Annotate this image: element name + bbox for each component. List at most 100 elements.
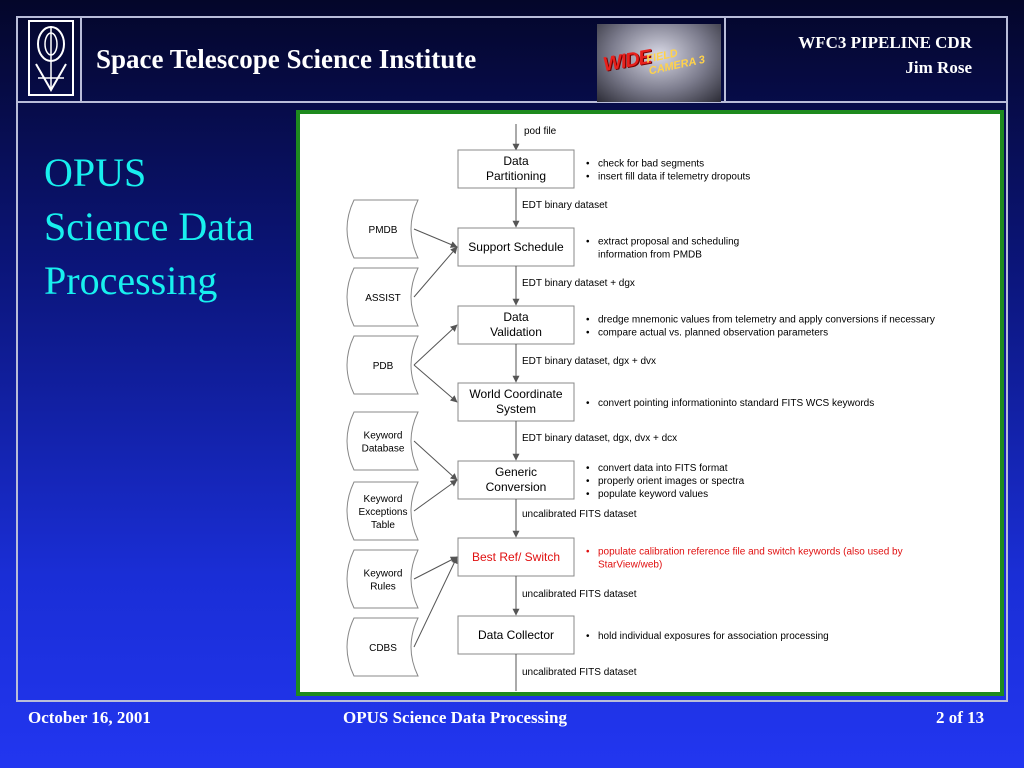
footer-title: OPUS Science Data Processing: [343, 708, 567, 727]
bullet-dot: •: [586, 172, 590, 183]
frame-bottom: [16, 700, 1008, 702]
bullet-text: convert data into FITS format: [598, 463, 728, 474]
store-connector: [413, 246, 458, 298]
bullet-dot: •: [586, 237, 590, 248]
process-label: Partitioning: [486, 169, 546, 183]
store-connector: [413, 228, 458, 248]
data-store: [346, 617, 419, 677]
data-store: [346, 199, 419, 259]
process-box: [457, 537, 575, 577]
process-box: [457, 227, 575, 267]
process-label: Support Schedule: [468, 240, 564, 254]
data-store: [346, 267, 419, 327]
bullet-text: dredge mnemonic values from telemetry an…: [598, 315, 935, 326]
store-label: PMDB: [369, 225, 398, 236]
badge-word: WIDE: [601, 45, 653, 77]
flow-label: uncalibrated FITS dataset: [522, 509, 637, 520]
bullet-dot: •: [586, 315, 590, 326]
bullet-text: extract proposal and scheduling: [598, 237, 739, 248]
slide-title-line: OPUS: [44, 150, 147, 195]
process-box: [457, 305, 575, 345]
process-label: Generic: [495, 465, 537, 479]
bullet-text: hold individual exposures for associatio…: [598, 631, 829, 642]
data-store: [346, 481, 419, 541]
process-label: Data: [503, 154, 529, 168]
flow-label: EDT binary dataset + dgx: [522, 278, 635, 289]
wfc3-badge: WIDE FIELD CAMERA 3: [597, 24, 721, 102]
data-store: [346, 335, 419, 395]
bullet-text: convert pointing informationinto standar…: [598, 398, 874, 409]
header-right-divider: [724, 16, 726, 103]
bullet-text: populate keyword values: [598, 489, 708, 500]
header-right: WFC3 PIPELINE CDR Jim Rose: [726, 30, 972, 80]
store-label: CDBS: [369, 643, 397, 654]
badge-sub: FIELD CAMERA 3: [645, 47, 707, 78]
store-connector: [413, 324, 458, 366]
slide-title-line: Science Data: [44, 204, 254, 249]
process-label: World Coordinate: [469, 387, 562, 401]
bullet-text: populate calibration reference file and …: [598, 547, 903, 558]
process-box: [457, 460, 575, 500]
footer-date: October 16, 2001: [28, 708, 151, 727]
flow-label: uncalibrated FITS dataset: [522, 667, 637, 678]
bullet-text: check for bad segments: [598, 159, 704, 170]
bullet-text: compare actual vs. planned observation p…: [598, 328, 828, 339]
store-connector: [413, 556, 458, 648]
header-author: Jim Rose: [905, 58, 972, 77]
bullet-dot: •: [586, 476, 590, 487]
institute-name: Space Telescope Science Institute: [96, 44, 477, 74]
store-connector: [413, 440, 458, 481]
bullet-text: StarView/web): [598, 560, 662, 571]
slide-title: OPUS Science Data Processing: [44, 146, 254, 308]
footer-page: 2 of 13: [936, 708, 985, 727]
bullet-dot: •: [586, 631, 590, 642]
process-label: Validation: [490, 325, 542, 339]
flow-label: EDT binary dataset, dgx, dvx + dcx: [522, 433, 677, 444]
bullet-dot: •: [586, 159, 590, 170]
store-label: Rules: [370, 582, 396, 593]
store-connector: [413, 556, 458, 580]
store-label: ASSIST: [365, 293, 401, 304]
frame-left: [16, 16, 18, 702]
logo-divider: [80, 16, 82, 103]
bullet-text: insert fill data if telemetry dropouts: [598, 172, 750, 183]
store-label: Table: [371, 520, 395, 531]
frame-top: [16, 16, 1008, 18]
process-label: Conversion: [486, 480, 547, 494]
process-box: [457, 149, 575, 189]
header-divider: [16, 101, 1008, 103]
process-label: Best Ref/ Switch: [472, 550, 560, 564]
bullet-text: properly orient images or spectra: [598, 476, 745, 487]
flow-label: uncalibrated FITS dataset: [522, 589, 637, 600]
data-store: [346, 411, 419, 471]
store-label: Exceptions: [359, 507, 408, 518]
store-label: Keyword: [364, 494, 403, 505]
process-box: [457, 382, 575, 422]
header-cdr: WFC3 PIPELINE CDR: [798, 33, 972, 52]
store-label: PDB: [373, 361, 394, 372]
bullet-dot: •: [586, 328, 590, 339]
bullet-dot: •: [586, 398, 590, 409]
flow-label: EDT binary dataset, dgx + dvx: [522, 356, 656, 367]
bullet-dot: •: [586, 547, 590, 558]
process-label: System: [496, 402, 536, 416]
data-store: [346, 549, 419, 609]
store-connector: [413, 364, 458, 403]
stsci-logo-icon: [28, 20, 74, 101]
flow-label: EDT binary dataset: [522, 200, 608, 211]
store-label: Keyword: [364, 569, 403, 580]
process-box: [457, 615, 575, 655]
top-label: pod file: [524, 126, 557, 137]
process-label: Data Collector: [478, 628, 554, 642]
store-label: Database: [362, 444, 405, 455]
bullet-text: information from PMDB: [598, 250, 702, 261]
slide-title-line: Processing: [44, 258, 218, 303]
bullet-dot: •: [586, 463, 590, 474]
process-label: Data: [503, 310, 529, 324]
store-label: Keyword: [364, 431, 403, 442]
store-connector: [413, 479, 458, 512]
bullet-dot: •: [586, 489, 590, 500]
frame-right: [1006, 16, 1008, 702]
